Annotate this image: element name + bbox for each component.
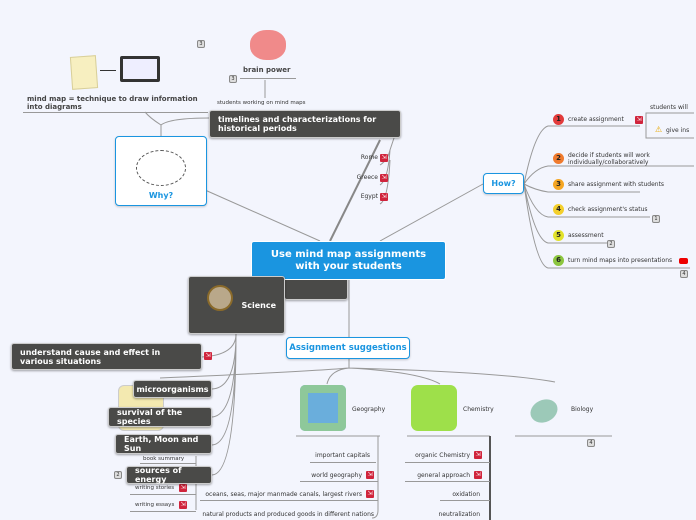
chemistry-item[interactable]: neutralization — [438, 511, 480, 518]
step-5-icon: 5 — [553, 230, 564, 241]
how-node[interactable]: How? — [483, 173, 524, 194]
how-step[interactable]: check assignment's status — [568, 206, 648, 213]
students-working-label: students working on mind maps — [217, 100, 306, 106]
how-step[interactable]: create assignment — [568, 116, 624, 123]
how-step[interactable]: share assignment with students — [568, 181, 665, 188]
geography-item[interactable]: natural products and produced goods in d… — [202, 511, 374, 518]
monitor-image — [120, 56, 160, 82]
attachment-icon[interactable]: ⇲ — [179, 484, 187, 492]
science-item[interactable]: survival of the species — [108, 407, 212, 427]
science-item[interactable]: sources of energy — [126, 466, 212, 484]
history-item[interactable]: Greece — [356, 174, 378, 181]
attachment-icon[interactable]: ⇲ — [366, 471, 374, 479]
count-badge[interactable]: 4 — [587, 439, 595, 447]
geography-item[interactable]: world geography — [311, 472, 362, 479]
flask-image — [411, 385, 457, 431]
europe-map-image — [300, 385, 346, 431]
suggestions-label: Assignment suggestions — [289, 343, 407, 353]
globe-image — [207, 285, 233, 311]
how-step[interactable]: decide if students will work individuall… — [568, 152, 650, 166]
how-label: How? — [491, 179, 516, 188]
step-2-icon: 2 — [553, 153, 564, 164]
science-item[interactable]: understand cause and effect in various s… — [11, 343, 202, 370]
count-badge[interactable]: 1 — [652, 215, 660, 223]
history-item[interactable]: Rome — [360, 154, 378, 161]
mind-map-definition: mind map = technique to draw information… — [27, 95, 198, 111]
how-substep[interactable]: students will — [650, 104, 688, 111]
language-item[interactable]: book summary — [143, 456, 185, 462]
attachment-icon[interactable]: ⇲ — [380, 154, 388, 162]
brain-power-label: brain power — [243, 66, 291, 74]
chemistry-item[interactable]: oxidation — [452, 491, 480, 498]
video-icon[interactable] — [679, 258, 688, 264]
how-step[interactable]: turn mind maps into presentations — [568, 257, 673, 264]
central-title: Use mind map assignments with your stude… — [270, 248, 427, 272]
central-topic[interactable]: Use mind map assignments with your stude… — [251, 241, 446, 280]
step-4-icon: 4 — [553, 204, 564, 215]
sketch-mindmap-image — [136, 150, 186, 186]
science-node[interactable]: Science — [188, 276, 285, 334]
step-6-icon: 6 — [553, 255, 564, 266]
count-badge[interactable]: 2 — [607, 240, 615, 248]
how-step[interactable]: assessment — [568, 232, 604, 239]
count-badge[interactable]: 2 — [114, 471, 122, 479]
geography-item[interactable]: oceans, seas, major manmade canals, larg… — [205, 491, 362, 498]
assignment-suggestions-node[interactable]: Assignment suggestions — [286, 337, 410, 359]
count-badge[interactable]: 4 — [680, 270, 688, 278]
language-item[interactable]: writing stories — [135, 485, 175, 491]
paper-mindmap-image — [69, 55, 99, 90]
history-node[interactable]: timelines and characterizations for hist… — [209, 110, 401, 138]
science-item[interactable]: Earth, Moon and Sun — [115, 434, 212, 454]
brain-image — [250, 30, 286, 60]
attachment-icon[interactable]: ⇲ — [474, 451, 482, 459]
attachment-icon[interactable]: ⇲ — [474, 471, 482, 479]
geography-item[interactable]: important capitals — [315, 452, 370, 459]
how-substep[interactable]: give ins — [666, 127, 690, 134]
science-label: Science — [241, 300, 276, 310]
why-label: Why? — [148, 191, 174, 200]
history-item[interactable]: Egypt — [360, 193, 378, 200]
why-node[interactable]: Why? — [115, 136, 207, 206]
arrow-icon — [100, 70, 116, 71]
attachment-icon[interactable]: ⇲ — [179, 501, 187, 509]
biology-label[interactable]: Biology — [571, 406, 594, 413]
warning-icon: ⚠ — [655, 125, 663, 134]
attachment-icon[interactable]: ⇲ — [380, 193, 388, 201]
language-item[interactable]: writing essays — [135, 502, 175, 508]
attachment-icon[interactable]: ⇲ — [204, 352, 212, 360]
attachment-icon[interactable]: ⇲ — [366, 490, 374, 498]
count-badge[interactable]: 3 — [197, 40, 205, 48]
attachment-icon[interactable]: ⇲ — [635, 116, 643, 124]
science-item[interactable]: microorganisms — [133, 380, 212, 398]
chemistry-item[interactable]: organic Chemistry — [415, 452, 470, 459]
geography-label[interactable]: Geography — [352, 406, 386, 413]
count-badge[interactable]: 3 — [229, 75, 237, 83]
attachment-icon[interactable]: ⇲ — [380, 174, 388, 182]
step-3-icon: 3 — [553, 179, 564, 190]
chemistry-item[interactable]: general approach — [417, 472, 470, 479]
chemistry-label[interactable]: Chemistry — [463, 406, 494, 413]
step-1-icon: 1 — [553, 114, 564, 125]
